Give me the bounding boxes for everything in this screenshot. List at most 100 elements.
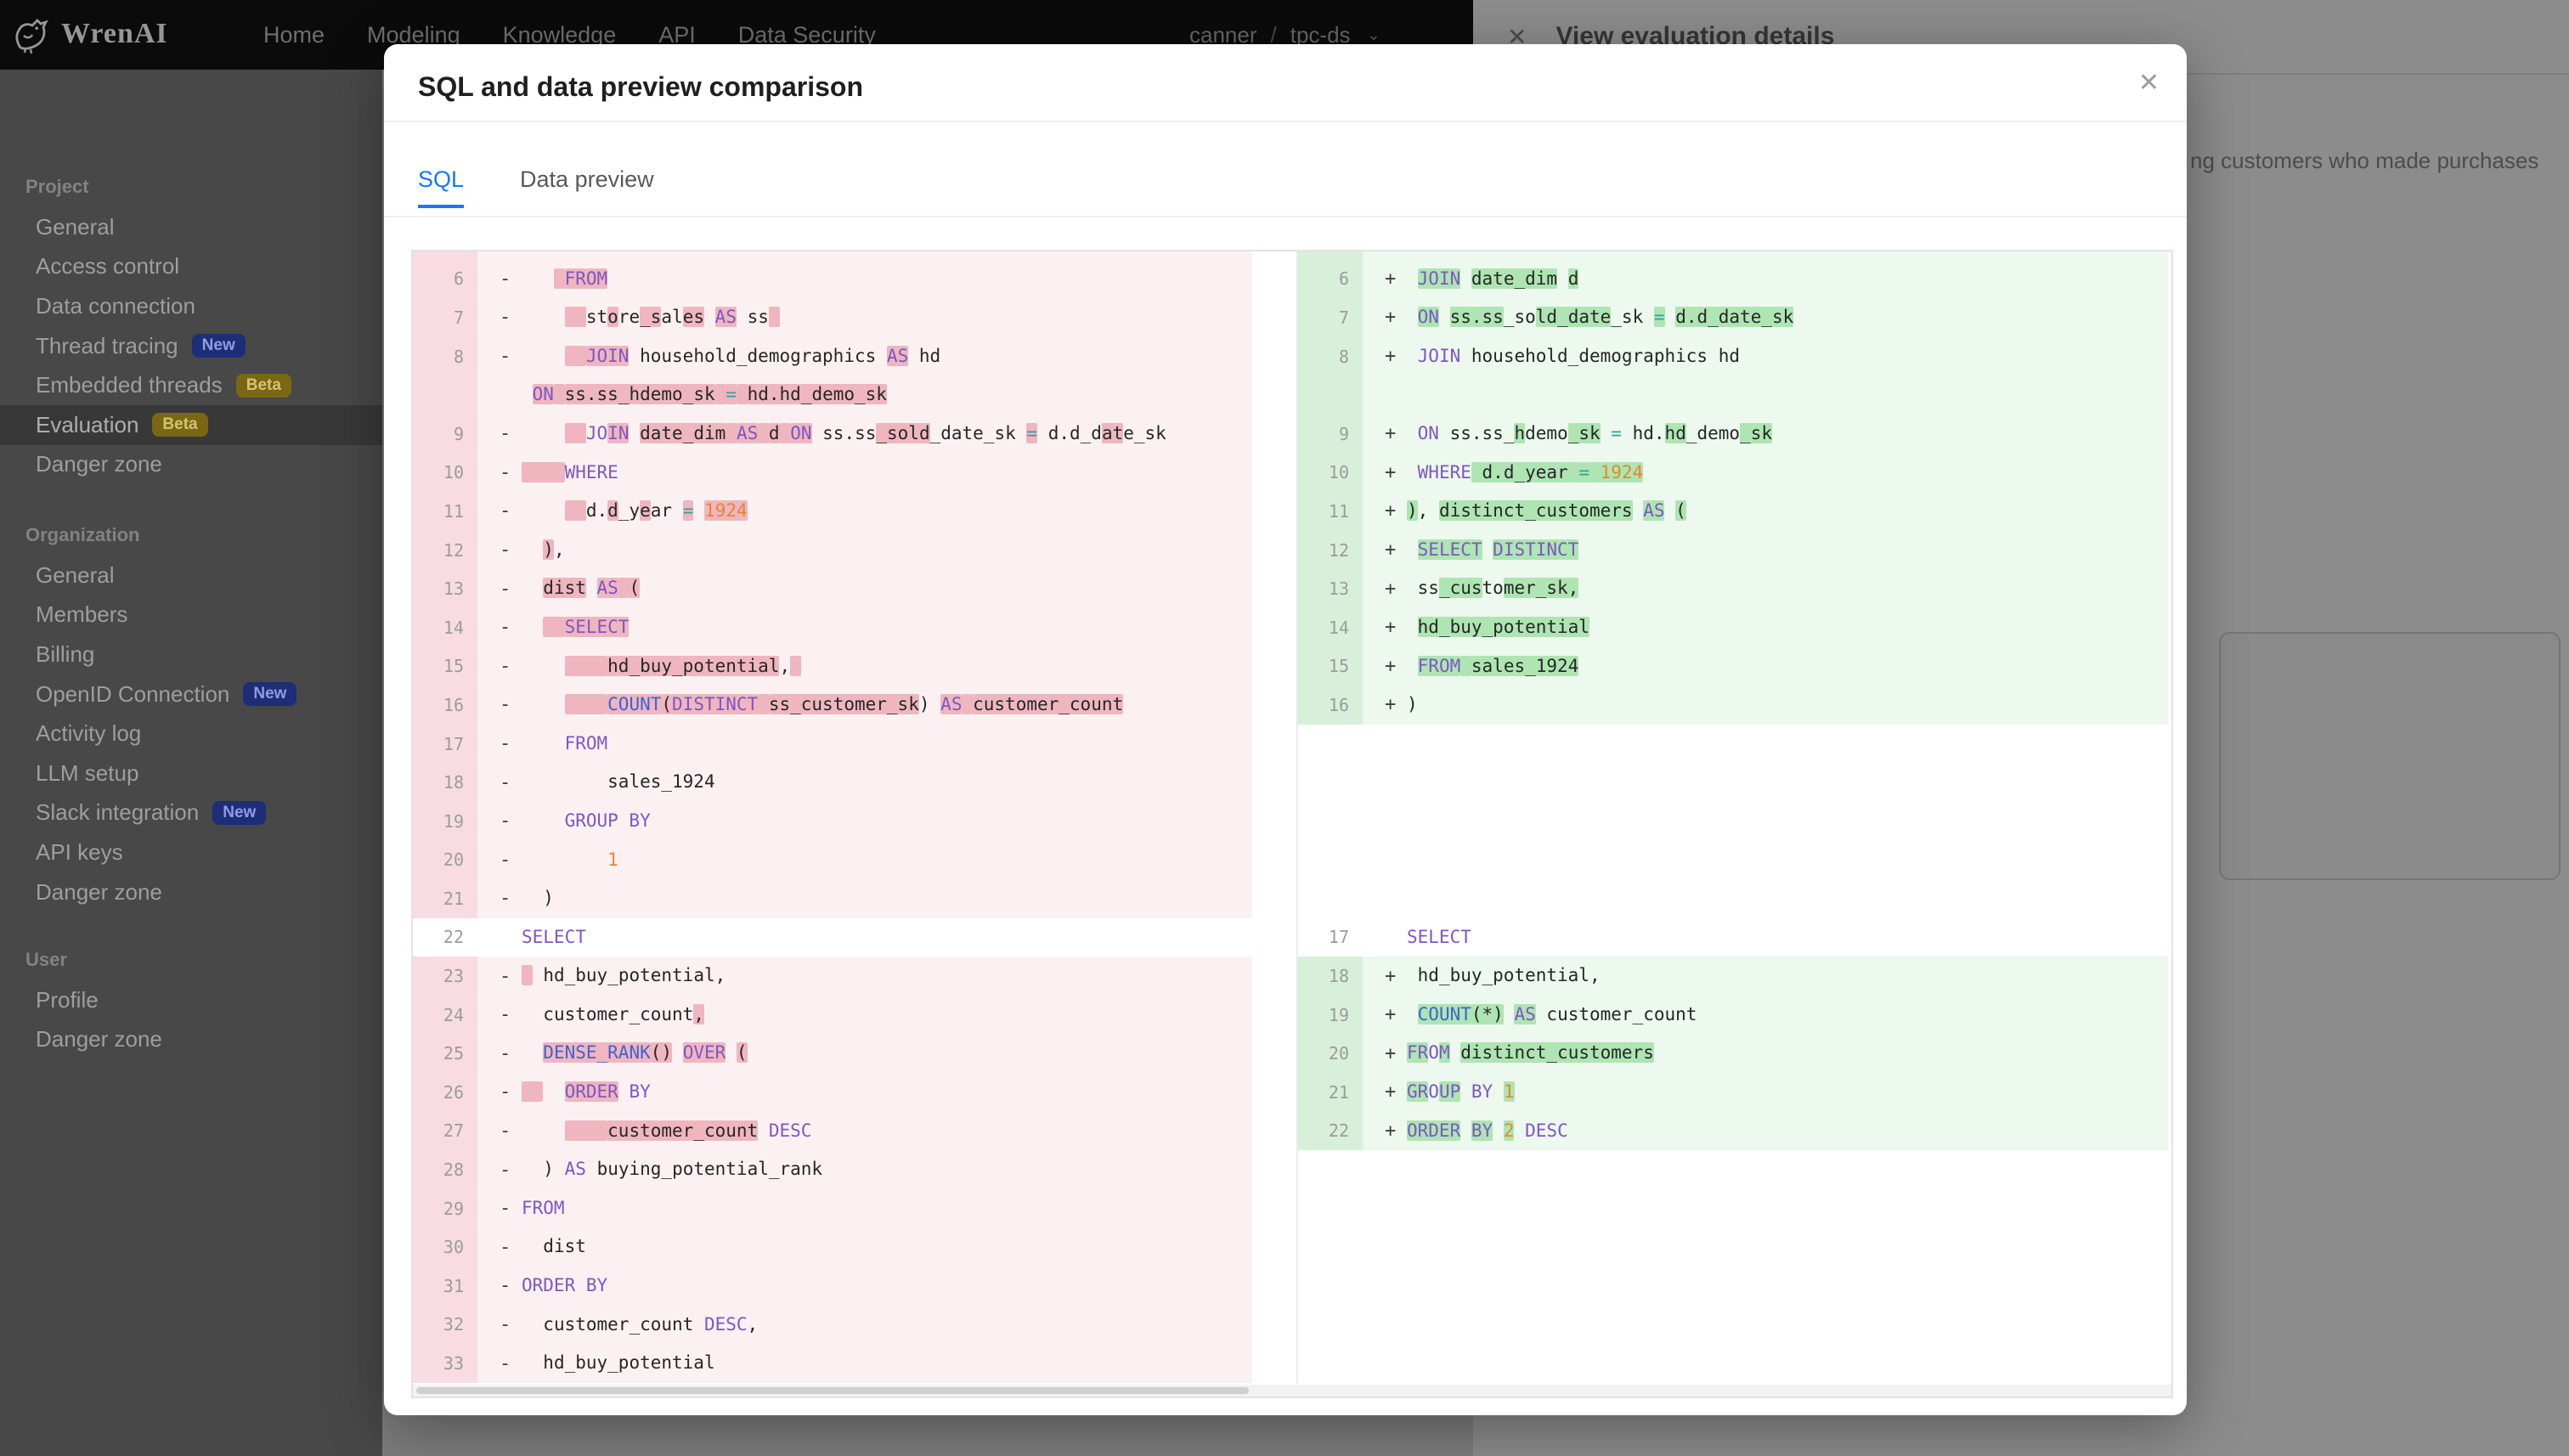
- sql-code-line: hd_buy_potential: [1417, 616, 1589, 637]
- sidebar-item-activity-log[interactable]: Activity log: [0, 714, 382, 753]
- sidebar-item-danger-zone[interactable]: Danger zone: [0, 445, 382, 485]
- line-number: [1298, 375, 1363, 415]
- nav-item-home[interactable]: Home: [263, 21, 325, 48]
- sidebar-item-members[interactable]: Members: [0, 595, 382, 635]
- sidebar-item-llm-setup[interactable]: LLM setup: [0, 753, 382, 793]
- badge-new: New: [243, 682, 297, 707]
- nav-item-data-security[interactable]: Data Security: [737, 21, 876, 48]
- sql-code-line: sales_1924: [607, 771, 715, 793]
- sql-code-line: FROM: [564, 732, 608, 753]
- nav-item-knowledge[interactable]: Knowledge: [502, 21, 617, 48]
- wrenai-logo[interactable]: WrenAI: [14, 14, 168, 54]
- diff-row-new: [1298, 1188, 2168, 1228]
- diff-row-new-16: 16+): [1298, 686, 2168, 725]
- sql-code-line: SELECT: [522, 926, 586, 947]
- diff-row-new: [1298, 879, 2168, 918]
- scrollbar-thumb[interactable]: [416, 1387, 1249, 1394]
- sidebar-item-profile[interactable]: Profile: [0, 980, 382, 1020]
- sidebar-section-title: Organization: [25, 524, 140, 545]
- nav-item-api[interactable]: API: [658, 21, 696, 48]
- diff-row-new: [1298, 251, 2168, 260]
- sidebar-item-billing[interactable]: Billing: [0, 635, 382, 674]
- sidebar-item-danger-zone[interactable]: Danger zone: [0, 1020, 382, 1060]
- added-sign: +: [1385, 655, 1397, 677]
- sql-code-line: GROUP BY 1: [1407, 1081, 1515, 1103]
- sql-code-line: customer_count DESC: [515, 1112, 1252, 1151]
- added-sign: +: [1385, 617, 1397, 639]
- line-number: [1298, 1150, 1363, 1189]
- tab-data-preview[interactable]: Data preview: [520, 166, 654, 192]
- sidebar-item-label: Danger zone: [36, 451, 162, 477]
- sidebar-item-general[interactable]: General: [0, 207, 382, 247]
- sql-code-line: customer_count DESC,: [543, 1313, 759, 1335]
- line-number: 25: [413, 1034, 477, 1074]
- sql-code-line: hd_buy_potential,: [1417, 965, 1601, 986]
- sql-code-line: WHERE d.d_year = 1924: [1417, 461, 1644, 483]
- removed-sign: -: [500, 268, 511, 290]
- line-number: 19: [1298, 995, 1363, 1035]
- diff-row-new: [1298, 1305, 2168, 1345]
- chevron-down-icon[interactable]: ⌄: [1367, 25, 1380, 43]
- workspace-breadcrumb[interactable]: canner / tpc-ds ⌄: [1189, 0, 1380, 70]
- sidebar-item-label: API keys: [36, 838, 123, 865]
- drawer-close-icon[interactable]: ✕: [1507, 23, 1527, 50]
- tabbar-divider: [384, 216, 2187, 217]
- added-sign: +: [1385, 1004, 1397, 1026]
- removed-sign: -: [500, 1004, 511, 1026]
- line-number: 16: [413, 686, 477, 725]
- sidebar-item-data-connection[interactable]: Data connection: [0, 286, 382, 326]
- added-sign: +: [1385, 307, 1397, 329]
- sidebar-item-danger-zone[interactable]: Danger zone: [0, 872, 382, 912]
- removed-sign: -: [500, 1120, 511, 1142]
- added-sign: +: [1385, 500, 1397, 522]
- added-sign: +: [1385, 346, 1397, 368]
- workspace-name: canner: [1189, 21, 1257, 48]
- line-number: 6: [413, 259, 477, 299]
- line-number: [413, 375, 477, 415]
- diff-row-old-13: 13- dist AS (: [413, 569, 1252, 608]
- sidebar-item-access-control[interactable]: Access control: [0, 247, 382, 287]
- sql-code-line: FROM: [522, 1197, 565, 1218]
- line-number: 7: [1298, 298, 1363, 337]
- removed-sign: -: [500, 733, 511, 755]
- diff-row-new: [1298, 375, 2168, 415]
- diff-row-old-20: 20- 1: [413, 840, 1252, 880]
- sql-code-line: SELECT: [515, 608, 1252, 647]
- sql-code-line: FROM: [515, 260, 1252, 299]
- tab-sql[interactable]: SQL: [418, 166, 465, 208]
- diff-row-new: [1298, 1267, 2168, 1306]
- logo-text: WrenAI: [61, 18, 168, 49]
- removed-sign: -: [500, 655, 511, 677]
- diff-row-old-33: 33- hd_buy_potential: [413, 1344, 1252, 1383]
- sidebar-item-api-keys[interactable]: API keys: [0, 832, 382, 872]
- sql-code-line: ): [543, 888, 554, 909]
- line-number: [1298, 251, 1363, 260]
- diff-row-new-10: 10+ WHERE d.d_year = 1924: [1298, 453, 2168, 493]
- sidebar-item-general[interactable]: General: [0, 556, 382, 595]
- badge-new: New: [191, 334, 246, 358]
- sql-code-line: SELECT: [1407, 926, 1471, 947]
- sql-code-line: ORDER BY 2 DESC: [1407, 1120, 1568, 1141]
- diff-row-new: [1298, 1227, 2168, 1267]
- sql-code-line: JOIN household_demographics hd: [1417, 345, 1740, 366]
- sql-code-line: customer_count,: [543, 1003, 704, 1024]
- evaluation-question-text: ng customers who made purchases: [2190, 148, 2539, 173]
- diff-row-old-31: 31-ORDER BY: [413, 1267, 1252, 1306]
- horizontal-scrollbar[interactable]: [413, 1385, 2171, 1397]
- line-number: 20: [1298, 1034, 1363, 1074]
- removed-sign: -: [500, 617, 511, 639]
- sidebar-section-title: User: [25, 949, 67, 970]
- removed-sign: -: [500, 810, 511, 832]
- diff-row-old-8: 8- JOIN household_demographics AS hd: [413, 336, 1252, 376]
- line-number: 10: [1298, 453, 1363, 493]
- line-number: 11: [413, 492, 477, 531]
- diff-row-old-16: 16- COUNT(DISTINCT ss_customer_sk) AS cu…: [413, 686, 1252, 725]
- nav-item-modeling[interactable]: Modeling: [367, 21, 460, 48]
- modal-close-icon[interactable]: ✕: [2137, 69, 2160, 97]
